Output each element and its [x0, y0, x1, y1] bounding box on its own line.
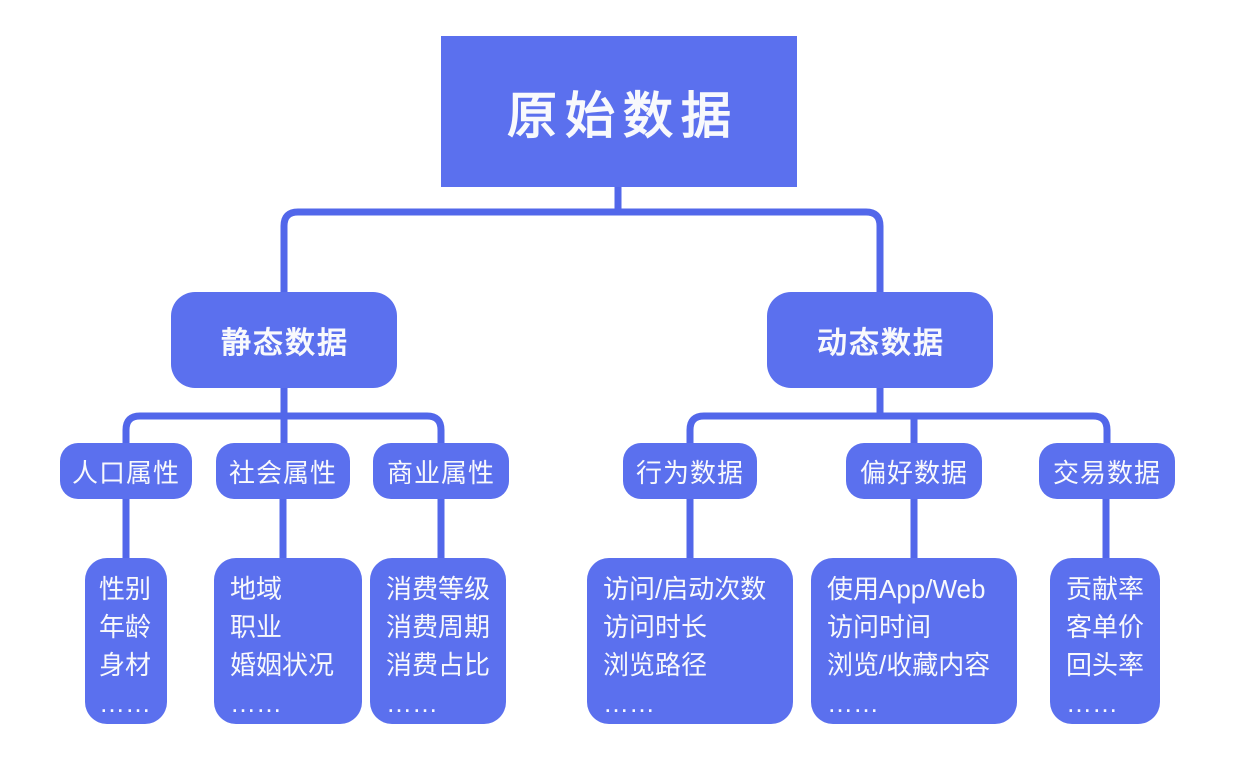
detail-line: 访问/启动次数 [603, 574, 767, 604]
detail-line-ellipsis: …… [386, 688, 438, 718]
detail-line: 消费等级 [386, 574, 491, 604]
detail-line: 年龄 [99, 612, 152, 642]
detail-line: 客单价 [1066, 612, 1145, 642]
category-node-label: 交易数据 [1052, 457, 1161, 488]
detail-line: 身材 [99, 650, 152, 680]
detail-line-ellipsis: …… [99, 688, 151, 718]
detail-node-preference: 使用App/Web 访问时间 浏览/收藏内容 …… [811, 558, 1017, 724]
category-node-preference: 偏好数据 [846, 443, 982, 499]
detail-node-demographic: 性别 年龄 身材 …… [85, 558, 167, 724]
detail-line: 浏览/收藏内容 [827, 650, 991, 680]
category-node-commercial: 商业属性 [373, 443, 509, 499]
category-node-behavior: 行为数据 [623, 443, 757, 499]
category-node-social: 社会属性 [216, 443, 350, 499]
detail-node-social: 地域 职业 婚姻状况 …… [214, 558, 362, 724]
connector-dynamic-bracket [686, 412, 1111, 443]
category-node-label: 行为数据 [635, 457, 744, 488]
detail-line: 消费占比 [386, 650, 491, 680]
branch-node-label: 静态数据 [221, 327, 349, 360]
detail-line: 贡献率 [1066, 574, 1145, 604]
detail-line: 使用App/Web [827, 574, 986, 604]
category-node-label: 人口属性 [71, 457, 180, 488]
detail-line: 地域 [230, 574, 283, 604]
detail-line-ellipsis: …… [1066, 688, 1118, 718]
detail-line: 职业 [230, 612, 283, 642]
connector-level1-bracket [280, 208, 884, 292]
detail-line: 性别 [99, 574, 152, 604]
branch-node-label: 动态数据 [817, 327, 945, 360]
category-node-label: 商业属性 [386, 457, 495, 488]
detail-node-commercial: 消费等级 消费周期 消费占比 …… [370, 558, 506, 724]
branch-node-static-data: 静态数据 [171, 292, 397, 388]
branch-node-dynamic-data: 动态数据 [767, 292, 993, 388]
detail-line: 访问时长 [603, 612, 708, 642]
detail-line-ellipsis: …… [230, 688, 282, 718]
detail-line: 婚姻状况 [230, 650, 335, 680]
detail-node-transaction: 贡献率 客单价 回头率 …… [1050, 558, 1160, 724]
connector-static-bracket [122, 412, 445, 443]
detail-line-ellipsis: …… [603, 688, 655, 718]
category-node-label: 社会属性 [228, 457, 337, 488]
detail-line: 消费周期 [386, 612, 491, 642]
category-node-demographic: 人口属性 [60, 443, 192, 499]
detail-line-ellipsis: …… [827, 688, 879, 718]
root-node-raw-data: 原始数据 [441, 36, 797, 187]
category-node-label: 偏好数据 [859, 457, 968, 488]
detail-line: 浏览路径 [603, 650, 708, 680]
detail-node-behavior: 访问/启动次数 访问时长 浏览路径 …… [587, 558, 793, 724]
detail-line: 回头率 [1066, 650, 1145, 680]
category-node-transaction: 交易数据 [1039, 443, 1175, 499]
root-node-label: 原始数据 [507, 87, 739, 144]
detail-line: 访问时间 [827, 612, 932, 642]
